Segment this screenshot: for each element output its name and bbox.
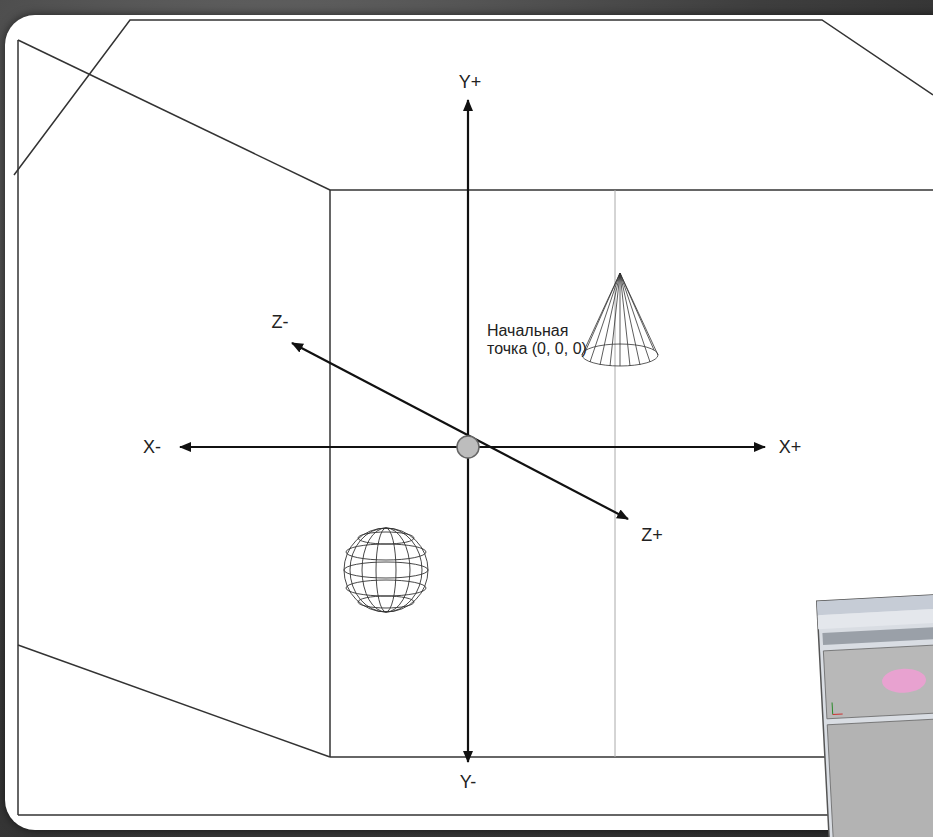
axis-label: X- bbox=[143, 437, 161, 458]
y-axis bbox=[467, 100, 469, 762]
wire-sphere bbox=[344, 528, 428, 612]
axis-label: X+ bbox=[779, 437, 802, 458]
cube-edges bbox=[14, 20, 933, 815]
axis-label: Y+ bbox=[459, 72, 482, 93]
origin-label: Начальная точка (0, 0, 0) bbox=[487, 322, 587, 359]
axes bbox=[180, 100, 765, 762]
axis-label: Z- bbox=[272, 312, 289, 333]
software-screenshot bbox=[817, 594, 933, 837]
origin-point bbox=[457, 436, 479, 458]
axis-label: Z+ bbox=[641, 525, 663, 546]
wire-cone bbox=[582, 273, 658, 366]
axis-label: Y- bbox=[460, 772, 476, 793]
z-axis bbox=[292, 343, 628, 519]
cube-back-edge bbox=[615, 190, 616, 757]
